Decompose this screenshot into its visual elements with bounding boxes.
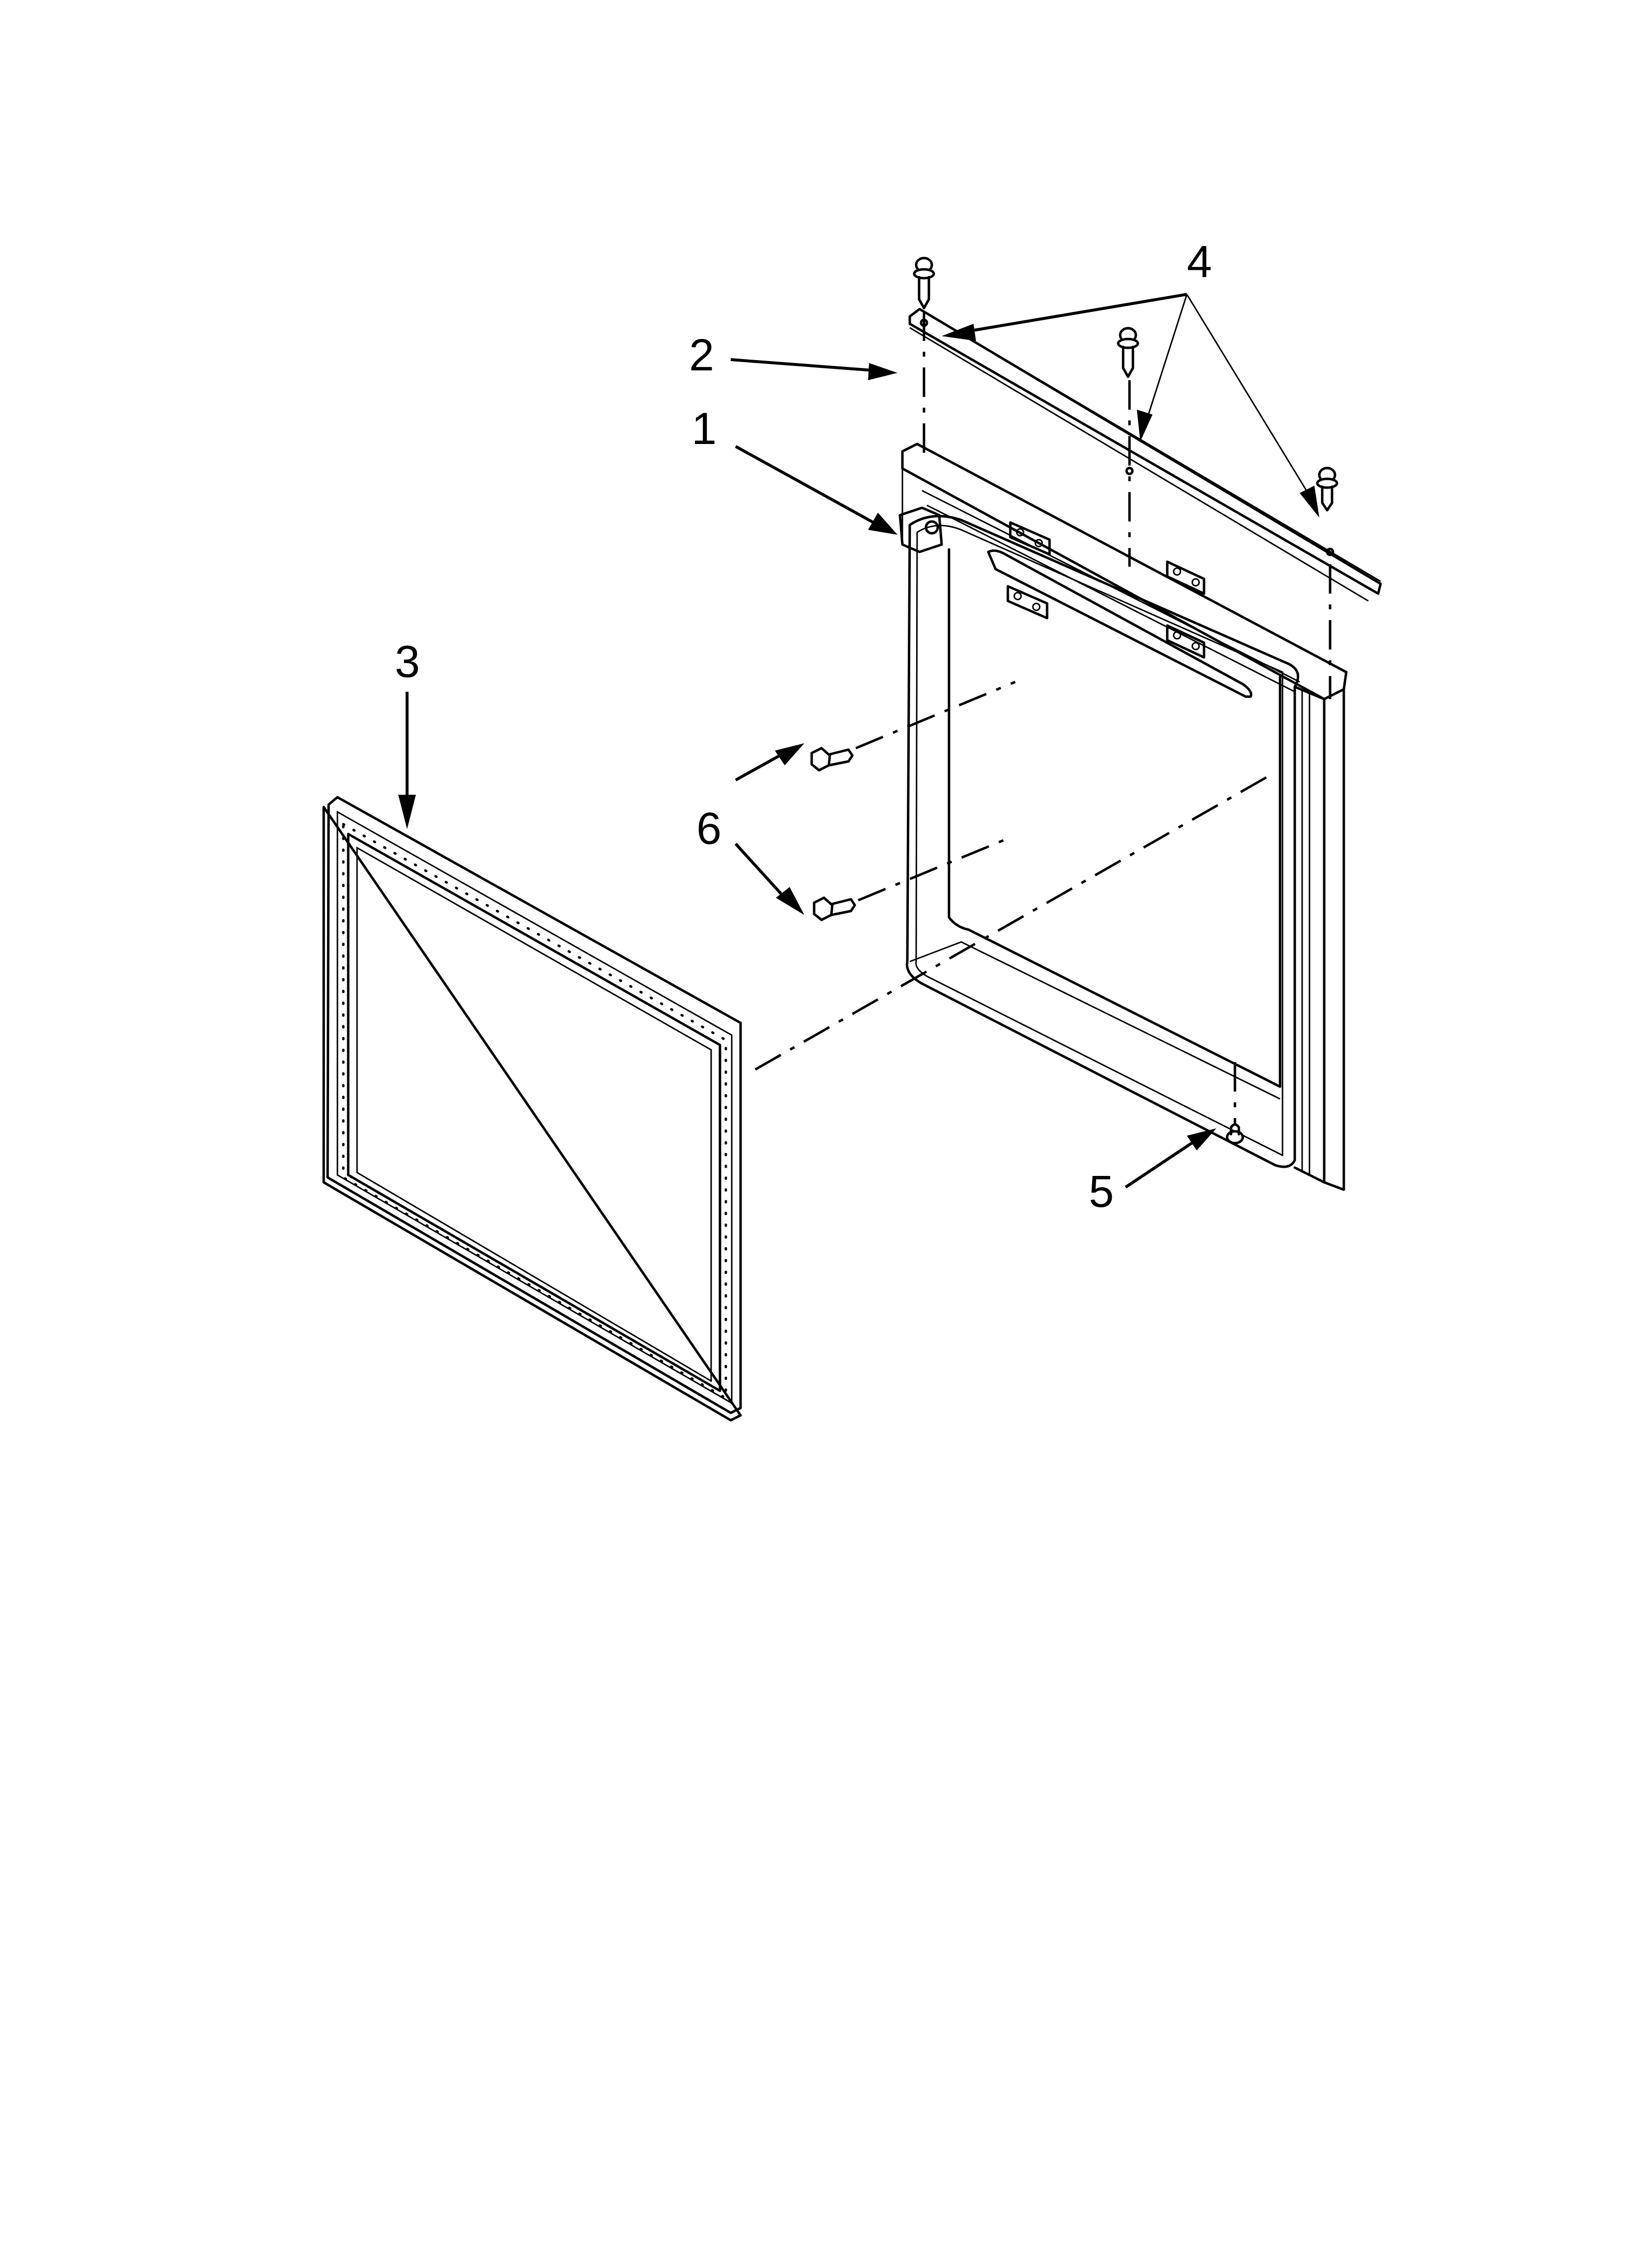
callout-4: 4 <box>1187 237 1212 287</box>
screw-top-left <box>913 257 935 310</box>
screw-side-upper <box>810 747 854 772</box>
door-gasket <box>322 796 742 1422</box>
callout-labels: 1 2 3 4 5 6 <box>395 237 1212 1217</box>
callout-6: 6 <box>696 804 721 854</box>
screw-top-right <box>1316 467 1338 512</box>
assembly-lines <box>754 312 1332 1123</box>
leader-lines <box>398 293 1319 1189</box>
mounting-pad <box>1006 585 1049 620</box>
callout-5: 5 <box>1089 1167 1114 1217</box>
callout-3: 3 <box>395 637 420 687</box>
mounting-pad <box>1166 560 1206 595</box>
mounting-pad <box>1009 521 1051 556</box>
door-panel <box>898 443 1348 1191</box>
top-trim-strip <box>908 308 1382 602</box>
door-bottom-pin <box>1226 1123 1244 1145</box>
callout-1: 1 <box>692 404 717 454</box>
mounting-pad <box>1166 624 1206 659</box>
screw-top-middle <box>1117 327 1139 378</box>
callout-2: 2 <box>689 330 714 380</box>
screw-side-lower <box>813 896 856 921</box>
